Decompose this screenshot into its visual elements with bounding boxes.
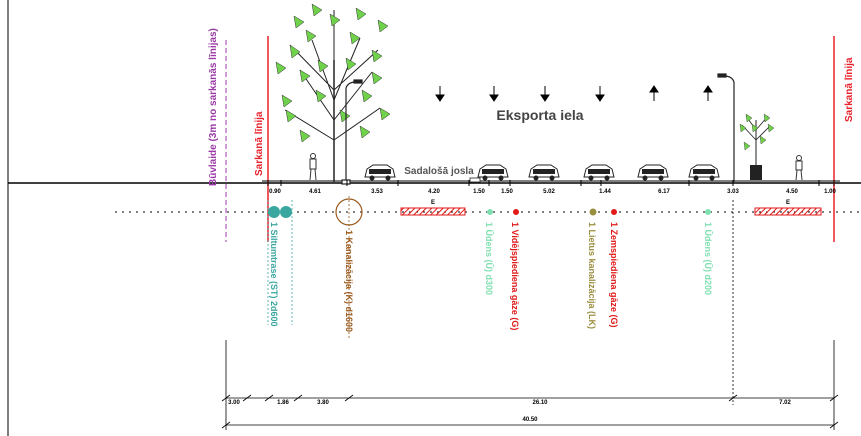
dimension-label: 1.86: [277, 400, 289, 406]
street-name: Eksporta iela: [496, 107, 583, 123]
segment-label: 5.02: [543, 189, 555, 195]
utility-label-water-2: 1 Ūdens (Ū) d200: [703, 222, 713, 295]
dimension-label: 7.02: [779, 400, 791, 406]
segment-label: 1.44: [599, 189, 611, 195]
dimension-label: 3.00: [228, 400, 240, 406]
utility-label-gas-medium: 1 Vidējspiediena gāze (G): [510, 222, 520, 330]
cars: [364, 164, 720, 181]
median-label: Sadalošā josla: [404, 166, 474, 177]
building-line-label: Būvlaide (3m no sarkanās līnijas): [208, 28, 219, 186]
segment-label: 1.50: [473, 189, 485, 195]
utility-label-heating: 1 Siltumtrase (ST) 2d600: [269, 222, 279, 327]
utility-labels: 1 Siltumtrase (ST) 2d600 1 Kanalizācija …: [269, 222, 713, 332]
total-width-label: 40.50: [522, 417, 538, 423]
car-icon: [583, 164, 615, 181]
utility-label-gas-low: 1 Zemspiediena gāze (G): [609, 222, 619, 328]
district-heating-marker: [267, 200, 293, 325]
water-marker: [705, 209, 711, 215]
arrow-down-icon: [595, 86, 605, 102]
median-curb: [469, 177, 481, 183]
segment-label: 3.53: [371, 189, 383, 195]
lane-arrows: [435, 85, 713, 102]
segment-label: 1.50: [501, 189, 513, 195]
arrow-up-icon: [703, 85, 713, 101]
car-icon: [528, 164, 560, 181]
utility-label-water: 1 Ūdens (Ū) d300: [484, 222, 494, 295]
hatched-strip-right: E: [754, 200, 822, 216]
utility-label-rain-sewer: 1 Lietus kanalizācija (LK): [587, 222, 597, 329]
pedestrian-icon: [795, 155, 803, 181]
segment-label: 3.03: [727, 189, 739, 195]
segment-label: 4.50: [786, 189, 798, 195]
arrow-down-icon: [489, 86, 499, 102]
arrow-down-icon: [435, 86, 445, 102]
segment-label: 4.20: [428, 189, 440, 195]
utility-label-sewer: 1 Kanalizācija (K) d1600: [344, 230, 354, 332]
segment-label: 0.90: [269, 189, 281, 195]
car-icon: [688, 164, 720, 181]
water-marker: [487, 209, 493, 215]
arrow-down-icon: [540, 86, 550, 102]
dimension-label: 26.10: [532, 400, 548, 406]
arrow-up-icon: [649, 85, 659, 101]
tree-icon: [275, 3, 391, 182]
segment-label: 6.17: [658, 189, 670, 195]
street-lamp-icon: [341, 79, 363, 185]
tree-icon: [739, 113, 775, 180]
red-line-left-label: Sarkanā līnija: [254, 111, 265, 176]
red-line-right-label: Sarkanā līnija: [844, 57, 855, 122]
car-icon: [477, 164, 509, 181]
gas-medium-marker: [513, 209, 519, 215]
bottom-dimension-row: [221, 394, 839, 402]
utility-markers: [267, 196, 711, 340]
segment-ticks: [267, 180, 835, 186]
total-dimension: [221, 421, 839, 429]
dimension-label: 3.80: [317, 400, 329, 406]
segment-label: 1.00: [824, 189, 836, 195]
sewer-marker: [335, 196, 363, 340]
bottom-dimension-labels: 3.00 1.86 3.80 26.10 7.02: [228, 400, 791, 406]
segment-labels: 0.90 4.61 3.53 4.20 1.50 1.50 5.02 1.44 …: [269, 189, 836, 195]
pedestrian-icon: [309, 153, 317, 181]
car-icon: [637, 164, 669, 181]
gas-low-marker: [611, 209, 617, 215]
hatched-strip-left: E: [400, 200, 466, 216]
strip-tag: E: [786, 200, 790, 206]
strip-tag: E: [431, 200, 435, 206]
rain-sewer-marker: [589, 208, 597, 216]
dimension-extension-lines: [225, 200, 835, 430]
car-icon: [364, 164, 396, 181]
segment-label: 4.61: [309, 189, 321, 195]
street-lamp-icon: [717, 73, 735, 182]
